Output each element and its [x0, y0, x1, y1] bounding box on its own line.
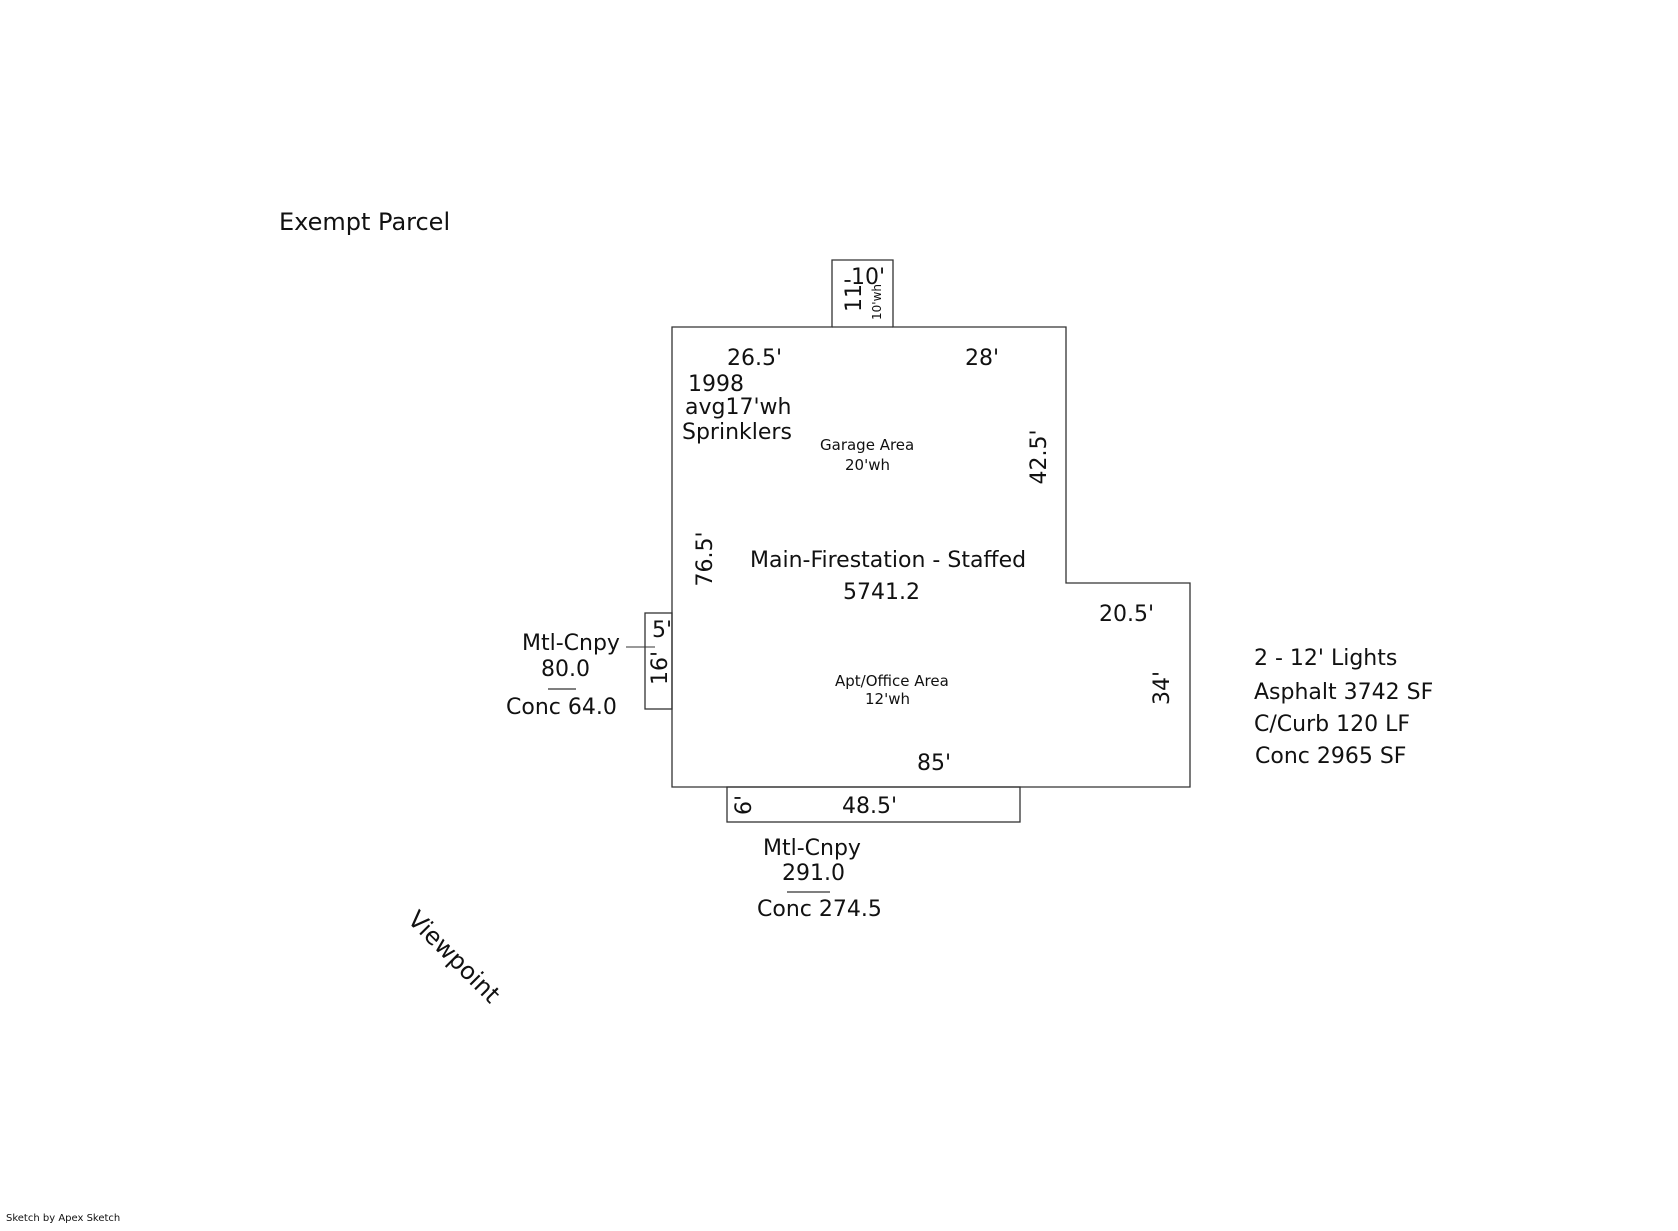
dim-step: 20.5' [1099, 602, 1155, 627]
notch-width-dim: 10' [851, 265, 886, 290]
main-building-outline [671, 259, 1191, 788]
office-area-height: 12'wh [865, 690, 910, 708]
garage-area-label: Garage Area [820, 436, 915, 454]
dim-top-left: 26.5' [727, 346, 783, 371]
note-height: avg17'wh [685, 395, 792, 420]
dim-left: 76.5' [693, 531, 718, 587]
note-feature: Sprinklers [682, 420, 792, 445]
site-item: Asphalt 3742 SF [1254, 680, 1434, 705]
left-canopy-conc: Conc 64.0 [506, 695, 617, 720]
site-item: C/Curb 120 LF [1254, 712, 1410, 737]
sketch-credit: Sketch by Apex Sketch [6, 1213, 121, 1224]
dim-right-upper: 42.5' [1027, 429, 1052, 485]
site-item: Conc 2965 SF [1255, 744, 1407, 769]
bottom-canopy-label: Mtl-Cnpy [763, 836, 861, 861]
notch-depth-dim: 11' [842, 277, 867, 312]
office-area-label: Apt/Office Area [835, 672, 949, 690]
left-canopy-width-dim: 5' [652, 618, 673, 643]
site-item: 2 - 12' Lights [1254, 646, 1398, 671]
bottom-canopy-conc: Conc 274.5 [757, 897, 882, 922]
bottom-canopy-height-dim: 6' [732, 794, 757, 816]
dim-top-right: 28' [965, 346, 1000, 371]
bottom-canopy-area: 291.0 [782, 861, 845, 886]
notch-height-note: 10'wh [870, 284, 884, 320]
left-canopy-label: Mtl-Cnpy [522, 631, 620, 656]
left-canopy-height-dim: 16' [648, 650, 673, 686]
main-building-name: Main-Firestation - Staffed [750, 548, 1027, 573]
dim-bottom: 85' [917, 751, 952, 776]
garage-area-height: 20'wh [845, 456, 890, 474]
left-canopy-outline [644, 612, 673, 710]
note-year: 1998 [688, 372, 744, 397]
parcel-title: Exempt Parcel [279, 208, 451, 236]
bottom-canopy-width-dim: 48.5' [842, 794, 898, 819]
dim-right-lower: 34' [1150, 670, 1175, 706]
main-building-area: 5741.2 [843, 580, 920, 605]
bottom-canopy-outline [726, 786, 1021, 823]
left-canopy-area: 80.0 [541, 657, 590, 682]
